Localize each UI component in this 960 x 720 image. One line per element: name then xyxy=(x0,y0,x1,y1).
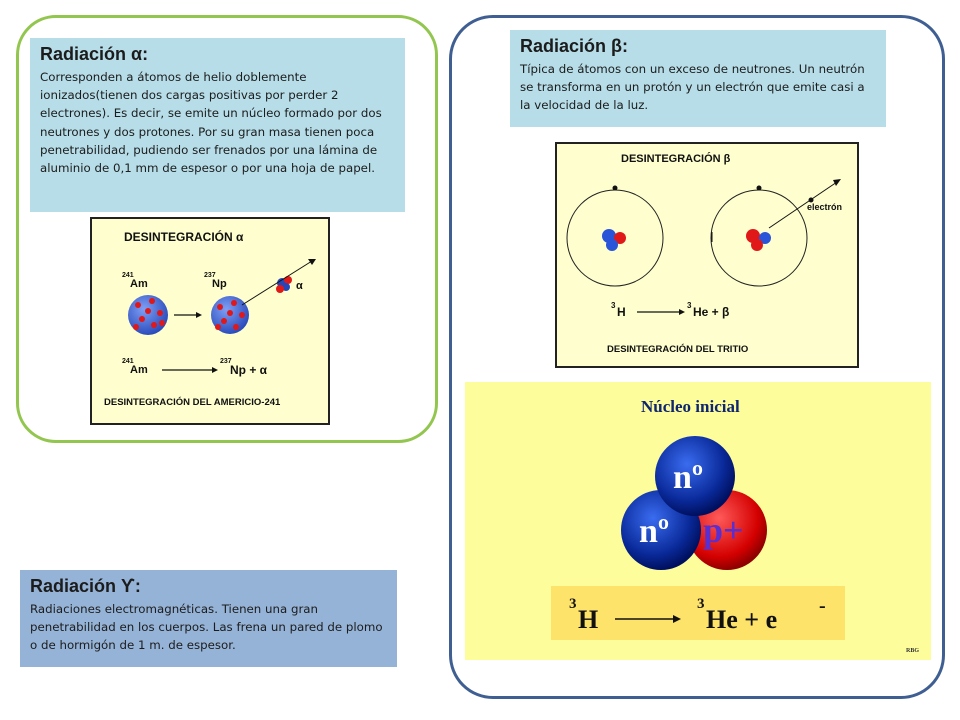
am-symbol: Am xyxy=(130,278,148,290)
alpha-trajectory xyxy=(241,260,313,306)
h-mass-number: 3 xyxy=(611,301,616,310)
helium-atom xyxy=(710,185,808,287)
tritium-heading: Núcleo inicial xyxy=(641,397,740,416)
beta-info-box: Radiación β: Típica de átomos con un exc… xyxy=(510,30,886,127)
eq-electron-charge: - xyxy=(819,595,826,617)
alpha-info-box: Radiación α: Corresponden a átomos de he… xyxy=(30,38,405,212)
gamma-info-box: Radiación ϒ: Radiaciones electromagnétic… xyxy=(20,570,397,667)
beta-section-frame xyxy=(449,15,945,699)
equation-arrow-head xyxy=(212,367,218,373)
tritium-nucleus-diagram: Núcleo inicial p+ nº nº 3 H 3 He + e - R… xyxy=(551,397,919,654)
figure-credit: RBG xyxy=(906,648,919,654)
eq-h-symbol: H xyxy=(578,605,598,634)
alpha-figure-heading: DESINTEGRACIÓN α xyxy=(124,229,244,244)
eq-am-symbol: Am xyxy=(130,364,148,376)
alpha-section-frame xyxy=(16,15,438,443)
beta-decay-diagram: DESINTEGRACIÓN β electrón 3 H 3 He xyxy=(566,152,842,355)
tritium-atom xyxy=(566,185,664,287)
beta-equation-arrow-head xyxy=(679,309,685,315)
eq-he-symbol: He + e xyxy=(706,605,777,634)
neptunium-nucleus xyxy=(211,296,249,334)
beta-decay-figure: DESINTEGRACIÓN β electrón 3 H 3 He xyxy=(555,142,859,368)
am-mass-number: 241 xyxy=(122,272,134,279)
eq-he-mass: 3 xyxy=(697,596,705,612)
arrow-head xyxy=(196,312,202,318)
electron-arrow-head xyxy=(833,179,841,186)
np-mass-number: 237 xyxy=(204,272,216,279)
beta-figure-heading: DESINTEGRACIÓN β xyxy=(621,152,731,165)
alpha-description: Corresponden a átomos de helio doblement… xyxy=(40,70,382,176)
alpha-particle xyxy=(276,276,292,293)
neutron-label-left: nº xyxy=(639,513,669,550)
equation-highlight xyxy=(551,586,845,640)
alpha-decay-figure: DESINTEGRACIÓN α 241 Am 237 Np xyxy=(90,217,330,425)
proton-label: p+ xyxy=(703,510,744,550)
neutron-sphere-top: nº xyxy=(655,436,735,516)
eq-h-mass: 3 xyxy=(569,596,577,612)
gamma-title: Radiación ϒ: xyxy=(30,576,141,596)
h-symbol: H xyxy=(617,305,626,319)
alpha-title: Radiación α: xyxy=(40,44,149,64)
he-mass-number: 3 xyxy=(687,301,692,310)
tritium-equation-arrow-head xyxy=(673,615,681,623)
neutron-label-top: nº xyxy=(673,459,703,496)
americium-nucleus xyxy=(128,295,168,335)
np-symbol: Np xyxy=(212,278,227,290)
eq-np-symbol: Np + α xyxy=(230,363,268,377)
alpha-symbol-label: α xyxy=(296,280,303,292)
eq-np-mass: 237 xyxy=(220,358,232,365)
beta-title: Radiación β: xyxy=(520,36,628,56)
alpha-decay-diagram: DESINTEGRACIÓN α 241 Am 237 Np xyxy=(104,229,316,408)
electron-label: electrón xyxy=(807,202,842,212)
tritium-nucleus-figure: Núcleo inicial p+ nº nº 3 H 3 He + e - R… xyxy=(465,382,931,660)
gamma-description: Radiaciones electromagnéticas. Tienen un… xyxy=(30,602,383,653)
alpha-arrow-head xyxy=(308,259,316,265)
beta-description: Típica de átomos con un exceso de neutro… xyxy=(520,62,865,113)
electron-dot xyxy=(808,197,814,203)
he-symbol: He + β xyxy=(693,305,729,319)
electron-trajectory xyxy=(768,181,838,229)
beta-figure-caption: DESINTEGRACIÓN DEL TRITIO xyxy=(607,343,748,355)
alpha-figure-caption: DESINTEGRACIÓN DEL AMERICIO-241 xyxy=(104,396,281,408)
eq-am-mass: 241 xyxy=(122,358,134,365)
